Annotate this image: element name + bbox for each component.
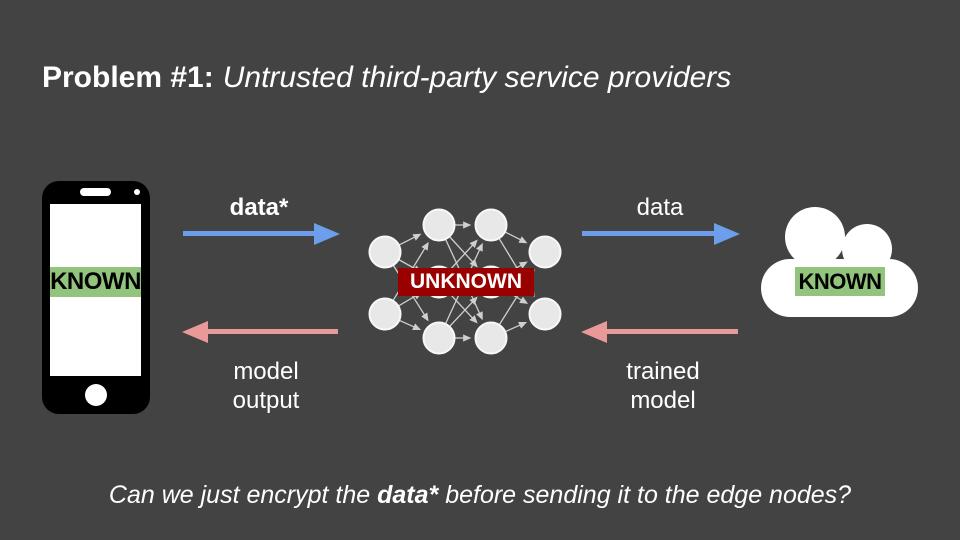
nn-node (368, 235, 402, 269)
arrow-cloud-to-network (581, 320, 738, 343)
nn-node (528, 297, 562, 331)
label-line: output (232, 387, 300, 414)
arrow-phone-to-network (183, 222, 340, 245)
arrowhead-right-icon (714, 222, 740, 245)
nn-edge (448, 236, 478, 268)
arrow-shaft (183, 231, 314, 236)
title-subtitle: Untrusted third-party service providers (222, 61, 732, 94)
unknown-badge: UNKNOWN (398, 268, 534, 296)
phone-speaker (80, 188, 111, 196)
smartphone-icon: KNOWN (42, 181, 150, 414)
arrow-shaft (582, 231, 714, 236)
arrow-network-to-cloud (582, 222, 740, 245)
label-data-star: data* (229, 194, 289, 221)
caption: Can we just encrypt the data* before sen… (0, 481, 960, 510)
cloud-icon: KNOWN (755, 200, 925, 325)
cloud-shape (761, 207, 918, 317)
nn-edge (398, 319, 422, 331)
caption-emphasis: data* (377, 481, 439, 509)
nn-node (474, 208, 508, 242)
caption-after: before sending it to the edge nodes? (438, 481, 852, 509)
nn-edge (398, 233, 422, 246)
label-line: model (233, 358, 299, 385)
nn-node (474, 321, 508, 355)
title-problem-number: Problem #1: (42, 61, 214, 94)
arrow-shaft (607, 329, 738, 334)
nn-edge (504, 321, 528, 333)
nn-node (528, 235, 562, 269)
phone-home-button (85, 384, 107, 406)
arrowhead-left-icon (581, 320, 607, 343)
nn-edge (448, 239, 478, 271)
arrow-network-to-phone (182, 320, 338, 343)
phone-camera (134, 189, 140, 195)
label-line: trained (626, 358, 700, 385)
nn-node (422, 321, 456, 355)
arrow-shaft (208, 329, 338, 334)
caption-before: Can we just encrypt the (108, 481, 378, 509)
arrowhead-left-icon (182, 320, 208, 343)
phone-known-badge: KNOWN (50, 267, 141, 297)
slide-title: Problem #1:Untrusted third-party service… (42, 60, 731, 96)
label-data: data (636, 194, 684, 221)
nn-edge (449, 292, 478, 324)
nn-node (422, 208, 456, 242)
nn-edge (504, 231, 528, 244)
cloud-known-badge: KNOWN (795, 267, 885, 296)
label-line: model (630, 387, 696, 414)
nn-edge (449, 296, 478, 328)
arrowhead-right-icon (314, 222, 340, 245)
nn-node (368, 297, 402, 331)
